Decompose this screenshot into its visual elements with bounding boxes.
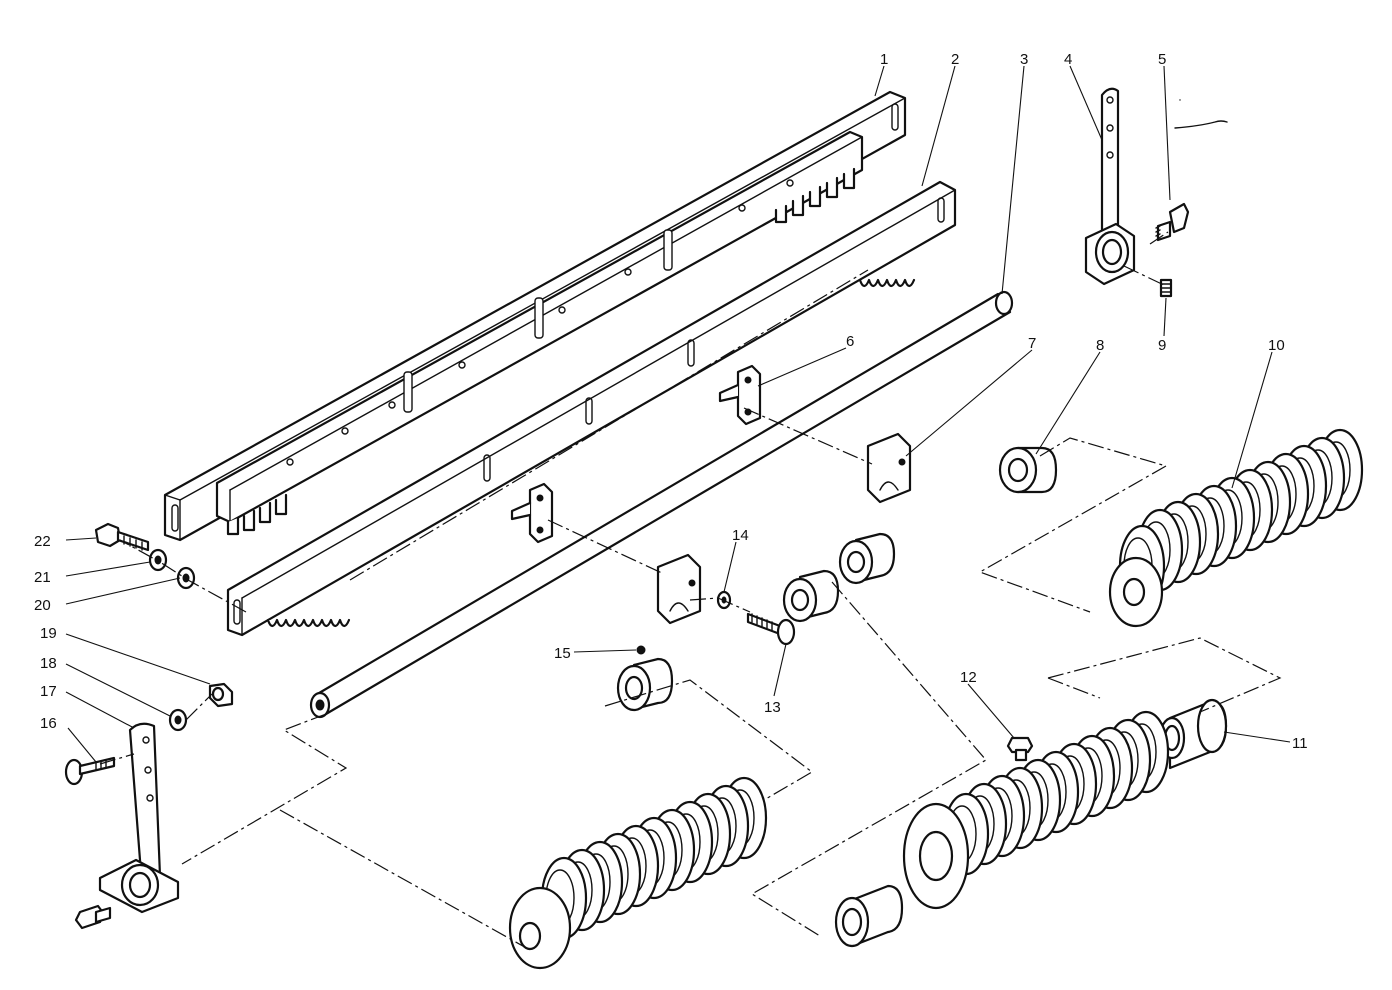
part-2-serrated-bar [226, 180, 957, 637]
part-18-washer [168, 708, 188, 732]
callout-12: 12 [960, 669, 977, 686]
collar-mid-left [782, 569, 840, 623]
collar-mid-right [838, 532, 896, 585]
callout-16: 16 [40, 715, 57, 732]
part-12-screw [1006, 736, 1034, 762]
callout-14: 14 [732, 527, 749, 544]
callout-22: 22 [34, 533, 51, 550]
part-10-roller [1108, 428, 1364, 628]
part-4-lever-arm [1084, 87, 1136, 286]
part-11-bushing [1158, 698, 1228, 770]
part-8-collar [998, 446, 1058, 494]
callout-9: 9 [1158, 337, 1166, 354]
callout-4: 4 [1064, 51, 1072, 68]
callout-10: 10 [1268, 337, 1285, 354]
leader-lines [65, 65, 1291, 763]
callout-6: 6 [846, 333, 854, 350]
cord-line [1174, 120, 1228, 129]
callout-21: 21 [34, 569, 51, 586]
callout-15: 15 [554, 645, 571, 662]
part-6-bracket [510, 364, 762, 544]
callout-3: 3 [1020, 51, 1028, 68]
assembly-lines [99, 231, 1282, 951]
callout-17: 17 [40, 683, 57, 700]
part-9-set-screw [1159, 278, 1173, 298]
roller-lower-left [508, 776, 768, 970]
callout-2: 2 [951, 51, 959, 68]
callout-20: 20 [34, 597, 51, 614]
part-13-screw [746, 612, 796, 646]
part-22-bolt [94, 522, 150, 552]
part-3-shaft [309, 290, 1014, 719]
bushing-lower [834, 884, 904, 948]
callout-1: 1 [880, 51, 888, 68]
callout-11: 11 [1292, 735, 1308, 752]
callout-5: 5 [1158, 51, 1166, 68]
callout-13: 13 [764, 699, 781, 716]
roller-lower-right [902, 710, 1170, 910]
part-15-collar [616, 645, 674, 712]
part-19-nut [208, 682, 234, 708]
callout-18: 18 [40, 655, 57, 672]
wing-screw-lower-left [74, 904, 112, 930]
callout-8: 8 [1096, 337, 1104, 354]
part-7-clamp [656, 432, 912, 625]
callout-7: 7 [1028, 335, 1036, 352]
part-5-wing-screw [1155, 99, 1190, 242]
part-1-rack-bar [215, 130, 864, 536]
callout-19: 19 [40, 625, 57, 642]
part-17-lever-arm [98, 722, 180, 914]
callouts: 1 2 3 4 5 6 7 8 9 10 11 12 13 14 15 16 1… [34, 51, 1308, 752]
part-20-washer [176, 566, 196, 590]
part-21-lockwasher [148, 548, 168, 572]
